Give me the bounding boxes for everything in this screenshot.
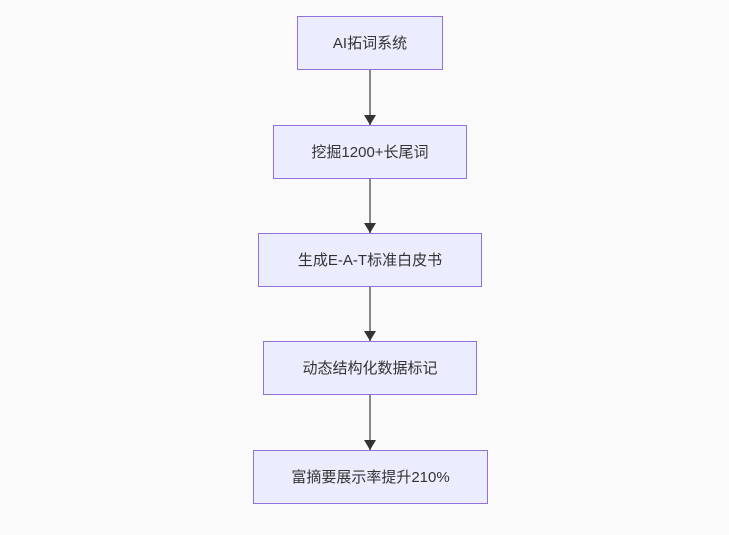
node-label: 富摘要展示率提升210% [291,468,450,486]
arrowhead-down-icon [364,440,376,450]
node-label: 挖掘1200+长尾词 [311,143,429,161]
flowchart-node-ai-word-system: AI拓词系统 [297,16,443,70]
arrowhead-down-icon [364,331,376,341]
edge-arrow-4 [364,395,376,450]
arrowhead-down-icon [364,115,376,125]
edge-arrow-1 [364,70,376,125]
edge-arrow-3 [364,287,376,341]
flowchart-node-eat-whitepaper: 生成E-A-T标准白皮书 [258,233,482,287]
flowchart-node-structured-data: 动态结构化数据标记 [263,341,477,395]
node-label: AI拓词系统 [332,34,408,52]
flowchart-node-longtail-keywords: 挖掘1200+长尾词 [273,125,467,179]
node-label: 动态结构化数据标记 [302,359,438,377]
edge-arrow-2 [364,179,376,233]
arrowhead-down-icon [364,223,376,233]
node-label: 生成E-A-T标准白皮书 [297,251,443,269]
flowchart-node-rich-snippet-rate: 富摘要展示率提升210% [253,450,488,504]
